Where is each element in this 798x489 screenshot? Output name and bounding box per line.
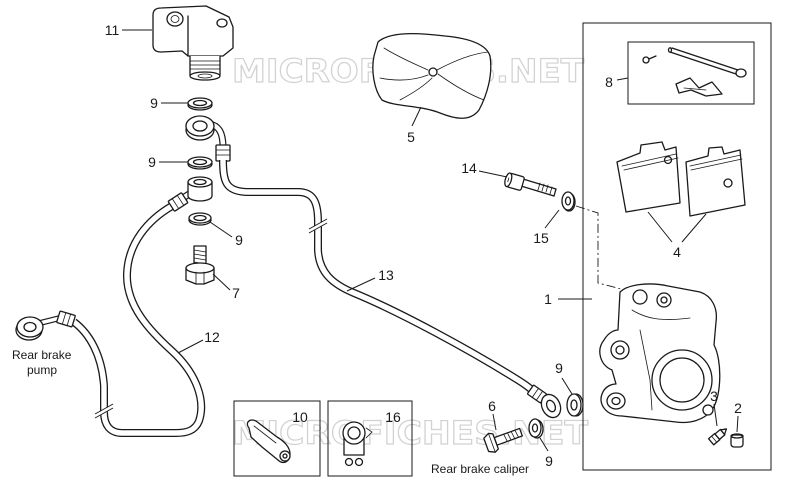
watermark-bottom: MICROFICHES.NET [232, 414, 588, 452]
callout-3: 3 [710, 388, 718, 404]
part-14-bolt [504, 172, 557, 197]
callout-1: 1 [544, 291, 552, 307]
caliper-group-box [582, 22, 772, 471]
leader-2 [736, 415, 739, 433]
leader-4-left [647, 211, 673, 243]
rear-brake-pump-label-line2: pump [27, 363, 57, 377]
callout-11: 11 [105, 22, 120, 38]
callout-7: 7 [232, 285, 240, 301]
leader-13 [346, 277, 376, 292]
callout-9-third: 9 [235, 232, 243, 248]
rear-brake-pump-label-line1: Rear brake [12, 348, 72, 362]
callout-2: 2 [734, 400, 742, 416]
leader-5 [411, 106, 422, 127]
hose-12-break-mark [94, 403, 114, 419]
washer-9-third [188, 212, 212, 226]
washer-9-second [187, 156, 213, 170]
part-5-cover [372, 32, 492, 119]
callout-9-top: 9 [150, 95, 158, 111]
part-11-fitting-body [152, 5, 234, 81]
callout-12: 12 [204, 329, 220, 345]
leader-6 [492, 413, 497, 431]
part-2-cap [730, 433, 744, 448]
leader-15 [544, 209, 560, 229]
callout-16: 16 [385, 409, 401, 425]
callout-10: 10 [292, 409, 308, 425]
callout-13: 13 [378, 267, 394, 283]
callout-8: 8 [605, 74, 613, 90]
hose-12-pump-eye-fitting [15, 310, 76, 341]
leader-9-caliper-outer [561, 377, 573, 395]
part-16-box [327, 400, 413, 477]
leader-7 [212, 273, 231, 291]
part-4-brake-pads [616, 141, 746, 217]
callout-9-caliper-inner: 9 [545, 453, 553, 469]
leader-3 [713, 403, 718, 427]
callout-15: 15 [533, 230, 549, 246]
leader-8 [616, 77, 629, 81]
leader-lines [122, 29, 739, 452]
hose-12 [71, 192, 206, 437]
hose-13-caliper-banjo [527, 384, 562, 419]
part-8-pin-kit-box [627, 41, 755, 105]
leader-9-caliper-inner [539, 437, 549, 452]
rear-brake-caliper-label: Rear brake caliper [431, 462, 529, 476]
washer-9-caliper-inner [528, 418, 544, 439]
callout-9-second: 9 [148, 154, 156, 170]
callout-4: 4 [673, 244, 681, 260]
leader-9-third [209, 221, 233, 238]
washer-9-caliper-outer [566, 393, 584, 417]
hose-13-upper-banjo [185, 115, 231, 162]
leader-4-right [681, 213, 707, 243]
banjo-bolt-7 [185, 245, 215, 285]
hose-13 [219, 159, 537, 395]
hose-13-break-mark [308, 218, 328, 234]
callout-9-caliper-outer: 9 [555, 360, 563, 376]
callout-14: 14 [461, 160, 477, 176]
part-6-banjo-bolt [483, 427, 523, 453]
leader-14 [478, 170, 508, 178]
assembly-dash-line [575, 205, 626, 291]
leader-12 [177, 339, 204, 354]
part-10-box [233, 400, 321, 477]
part-15-washer [561, 191, 576, 212]
washer-9-top [187, 97, 213, 111]
part-1-caliper [599, 283, 721, 424]
callout-5: 5 [407, 129, 415, 145]
part-3-bleeder-screw [707, 428, 728, 446]
callout-numbers: 11 9 9 9 7 12 5 13 14 15 8 4 1 9 3 2 6 9… [105, 22, 742, 469]
callout-6: 6 [488, 398, 496, 414]
